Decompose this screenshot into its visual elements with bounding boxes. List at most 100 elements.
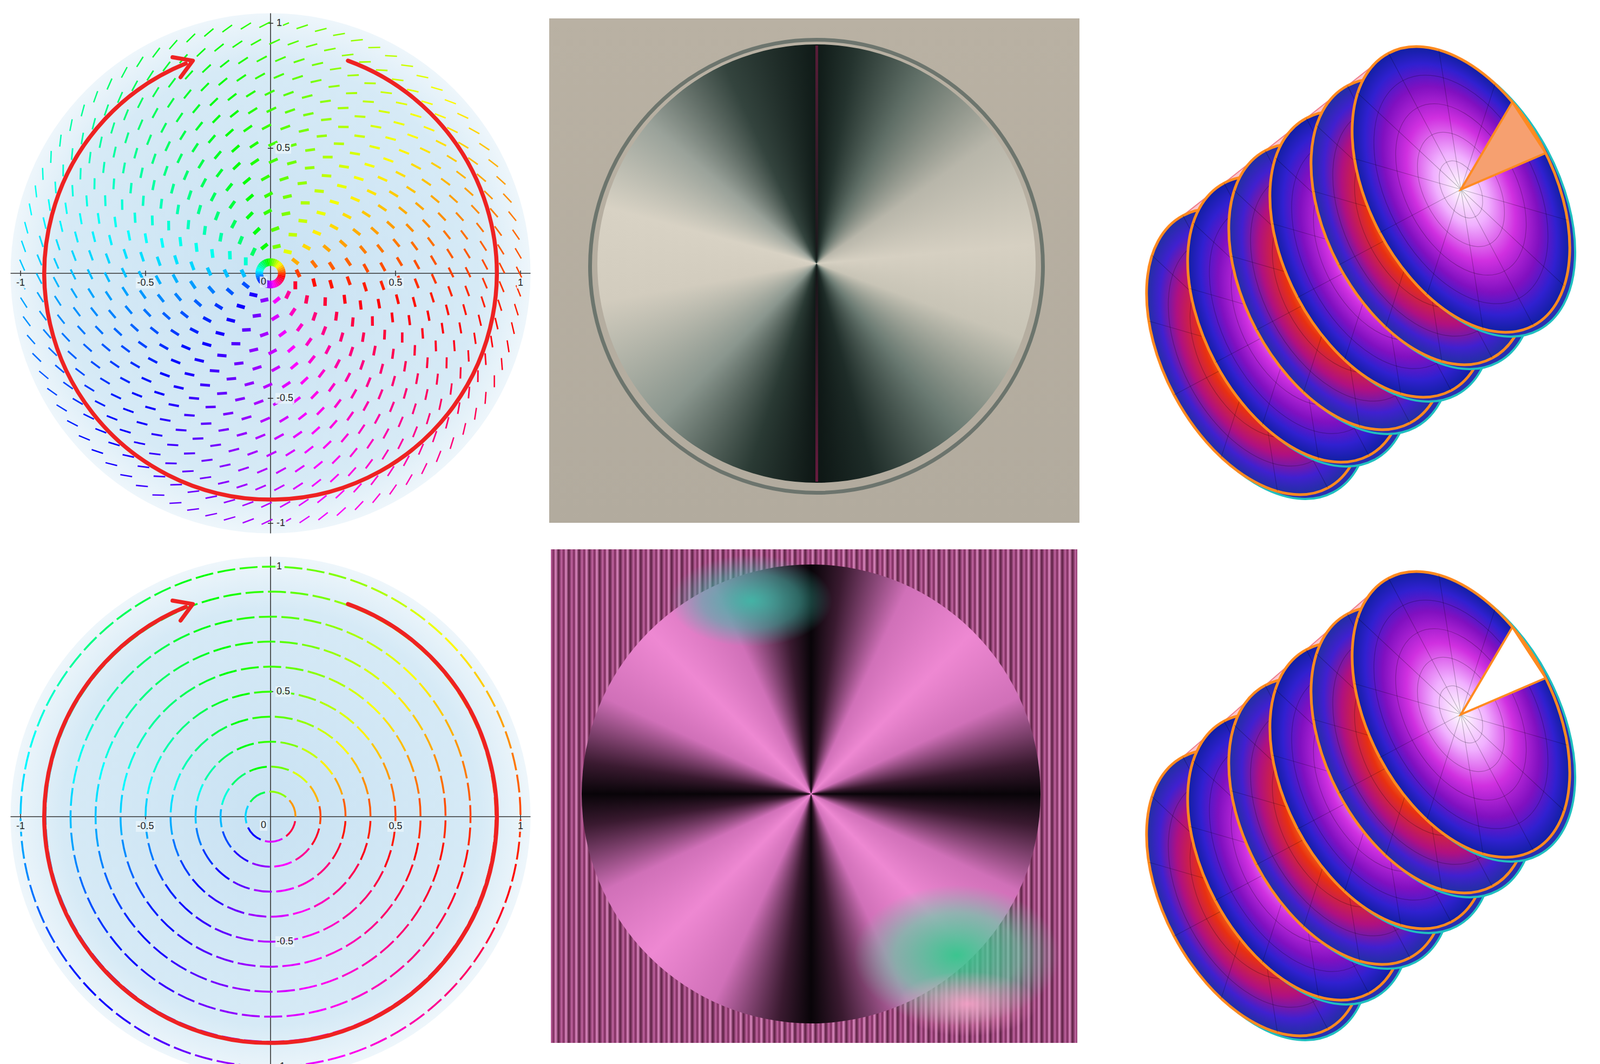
- director-dash: [249, 142, 259, 148]
- director-dash: [301, 95, 313, 98]
- director-dash: [97, 917, 108, 933]
- director-dash: [507, 340, 509, 353]
- director-dash: [136, 422, 148, 425]
- director-dash: [169, 502, 182, 504]
- director-dash: [426, 357, 428, 368]
- director-dash: [282, 195, 292, 198]
- director-dash: [218, 481, 229, 484]
- director-dash: [410, 113, 422, 117]
- director-dash: [135, 485, 148, 487]
- director-dash: [208, 135, 215, 143]
- director-dash: [519, 797, 521, 815]
- director-dash: [448, 267, 454, 278]
- director-dash: [448, 286, 452, 297]
- director-dash: [408, 314, 410, 326]
- director-dash: [433, 754, 440, 772]
- axis-tick-label: -0.5: [275, 936, 295, 947]
- director-dash: [270, 914, 289, 917]
- director-dash: [24, 751, 29, 769]
- director-dash: [176, 113, 183, 122]
- director-dash: [136, 656, 151, 668]
- director-dash: [213, 646, 232, 651]
- director-dash: [120, 377, 130, 383]
- director-dash: [266, 107, 276, 113]
- director-dash: [190, 280, 196, 289]
- director-dash: [232, 145, 240, 153]
- director-dash: [352, 317, 353, 327]
- director-dash: [308, 355, 315, 363]
- director-dash: [24, 863, 29, 881]
- director-dash: [303, 245, 311, 249]
- director-dash: [516, 841, 520, 860]
- director-dash: [391, 597, 407, 608]
- director-dash: [318, 369, 325, 378]
- director-dash: [446, 155, 457, 162]
- director-dash: [226, 319, 235, 322]
- director-dash: [78, 435, 90, 441]
- axis-tick-label: 1: [275, 17, 283, 29]
- director-dash: [479, 240, 486, 251]
- director-dash: [114, 721, 124, 738]
- director-dash: [233, 850, 248, 862]
- director-dash: [505, 885, 511, 904]
- director-dash: [273, 297, 281, 303]
- director-dash: [282, 382, 291, 388]
- core-wheel: [268, 280, 271, 289]
- director-dash: [418, 820, 421, 839]
- director-dash: [181, 345, 191, 350]
- director-dash: [269, 39, 281, 45]
- director-dash: [199, 476, 212, 479]
- director-dash: [385, 653, 400, 664]
- director-dash: [393, 121, 405, 125]
- director-dash: [261, 519, 273, 525]
- disk-grid: [1357, 93, 1461, 190]
- disk-face: [1307, 535, 1600, 894]
- director-dash: [271, 315, 279, 320]
- director-dash: [69, 964, 81, 979]
- director-dash: [116, 1012, 131, 1024]
- director-dash: [193, 625, 211, 632]
- director-dash: [260, 417, 270, 423]
- axis-tick-label: 0: [259, 819, 268, 831]
- director-dash: [406, 186, 416, 193]
- director-dash: [247, 827, 261, 840]
- director-dash: [269, 791, 287, 798]
- director-dash: [342, 820, 346, 839]
- director-dash: [188, 397, 200, 399]
- director-dash: [170, 483, 183, 486]
- director-dash: [202, 848, 213, 865]
- director-dash: [168, 78, 176, 88]
- director-dash: [497, 244, 504, 255]
- director-dash: [136, 56, 144, 68]
- director-dash: [411, 163, 421, 169]
- director-dash: [351, 991, 368, 1000]
- director-dash: [235, 642, 254, 645]
- director-dash: [476, 222, 484, 233]
- director-dash: [187, 508, 200, 511]
- director-dash: [349, 1047, 367, 1055]
- director-dash: [122, 454, 135, 458]
- director-dash: [202, 343, 212, 346]
- director-dash: [148, 714, 161, 729]
- director-dash: [241, 269, 245, 277]
- director-dash: [330, 200, 339, 204]
- director-dash: [471, 205, 479, 214]
- director-dash: [255, 485, 266, 490]
- director-dash: [170, 960, 187, 970]
- director-dash: [328, 678, 346, 687]
- axis-tick: [267, 397, 274, 399]
- core-wheel: [277, 264, 279, 266]
- director-dash: [192, 879, 206, 893]
- director-dash: [203, 226, 206, 235]
- disk-grid: [1368, 81, 1554, 298]
- director-dash: [218, 751, 233, 763]
- director-dash: [252, 716, 271, 719]
- director-dash: [474, 671, 485, 687]
- director-dash: [85, 723, 94, 741]
- director-dash: [298, 498, 309, 506]
- director-dash: [499, 262, 505, 274]
- director-dash: [305, 1060, 324, 1064]
- director-dash: [238, 466, 249, 471]
- director-dash: [157, 294, 164, 302]
- director-dash: [274, 716, 293, 719]
